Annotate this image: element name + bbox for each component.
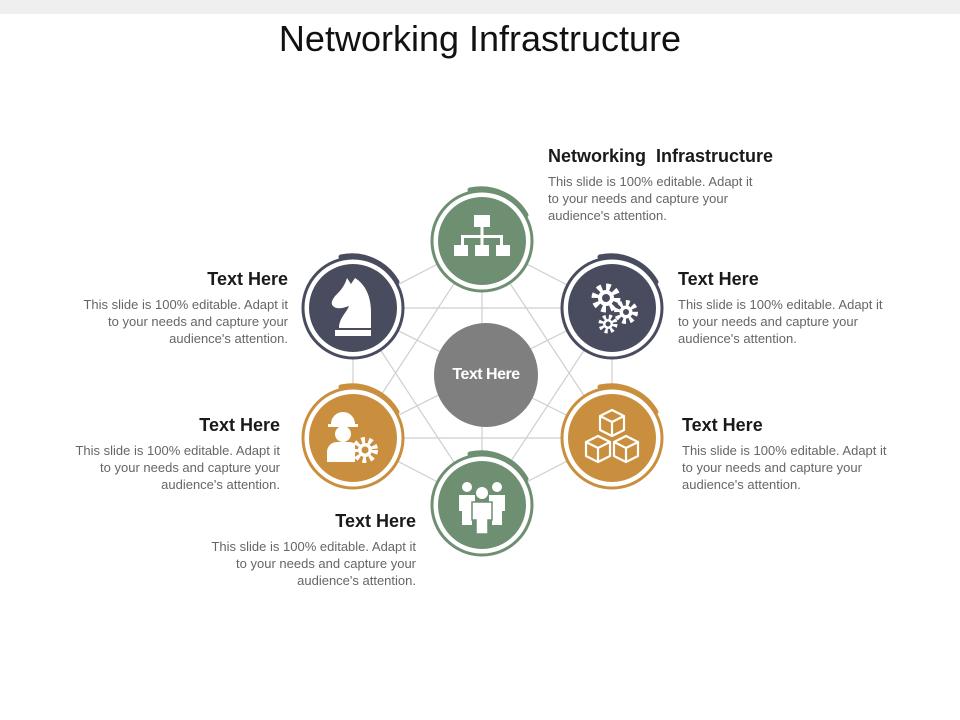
node-lower-right [560, 383, 664, 490]
body-bottom: This slide is 100% editable. Adapt it to… [166, 538, 416, 589]
body-line: to your needs and capture your [682, 460, 862, 475]
center-label: Text Here [452, 366, 520, 383]
body-line: This slide is 100% editable. Adapt it [548, 174, 753, 189]
body-line: This slide is 100% editable. Adapt it [83, 297, 288, 312]
cubes-icon [584, 408, 640, 464]
body-line: to your needs and capture your [108, 314, 288, 329]
engineer-gear-icon [327, 412, 378, 463]
text-block-lower-left: Text Here This slide is 100% editable. A… [30, 415, 280, 493]
body-line: This slide is 100% editable. Adapt it [682, 443, 887, 458]
body-line: audience's attention. [161, 477, 280, 492]
network-hierarchy-icon [454, 215, 510, 256]
heading-upper-right: Text Here [678, 269, 759, 289]
body-line: This slide is 100% editable. Adapt it [678, 297, 883, 312]
chess-knight-icon [331, 278, 371, 336]
body-line: to your needs and capture your [236, 556, 416, 571]
node-fill [309, 394, 397, 482]
body-upper-right: This slide is 100% editable. Adapt it to… [678, 296, 928, 347]
text-block-upper-left: Text Here This slide is 100% editable. A… [38, 269, 288, 347]
node-lower-left [301, 383, 405, 490]
heading-top: Networking Infrastructure [548, 146, 774, 166]
body-line: to your needs and capture your [678, 314, 858, 329]
node-fill [568, 394, 656, 482]
body-line: to your needs and capture your [548, 191, 728, 206]
heading-upper-left: Text Here [207, 269, 288, 289]
text-block-top: Networking Infrastructure This slide is … [548, 146, 828, 224]
body-lower-left: This slide is 100% editable. Adapt it to… [30, 442, 280, 493]
heading-lower-right: Text Here [682, 415, 763, 435]
text-block-lower-right: Text Here This slide is 100% editable. A… [682, 415, 932, 493]
body-upper-left: This slide is 100% editable. Adapt it to… [38, 296, 288, 347]
body-line: This slide is 100% editable. Adapt it [211, 539, 416, 554]
body-line: audience's attention. [169, 331, 288, 346]
body-line: audience's attention. [548, 208, 667, 223]
body-lower-right: This slide is 100% editable. Adapt it to… [682, 442, 932, 493]
team-icon [459, 482, 505, 535]
body-line: audience's attention. [682, 477, 801, 492]
node-upper-left [301, 253, 405, 360]
body-top: This slide is 100% editable. Adapt it to… [548, 173, 828, 224]
body-line: audience's attention. [297, 573, 416, 588]
gears-icon [591, 283, 638, 334]
heading-bottom: Text Here [335, 511, 416, 531]
node-upper-right [560, 253, 664, 360]
node-bottom [430, 450, 534, 557]
center-circle [434, 323, 538, 427]
slide-title: Networking Infrastructure [278, 18, 682, 59]
node-top [430, 186, 534, 293]
text-block-bottom: Text Here This slide is 100% editable. A… [166, 511, 416, 589]
heading-lower-left: Text Here [199, 415, 280, 435]
body-line: to your needs and capture your [100, 460, 280, 475]
body-line: audience's attention. [678, 331, 797, 346]
body-line: This slide is 100% editable. Adapt it [75, 443, 280, 458]
text-block-upper-right: Text Here This slide is 100% editable. A… [678, 269, 928, 347]
top-bar [0, 0, 960, 14]
